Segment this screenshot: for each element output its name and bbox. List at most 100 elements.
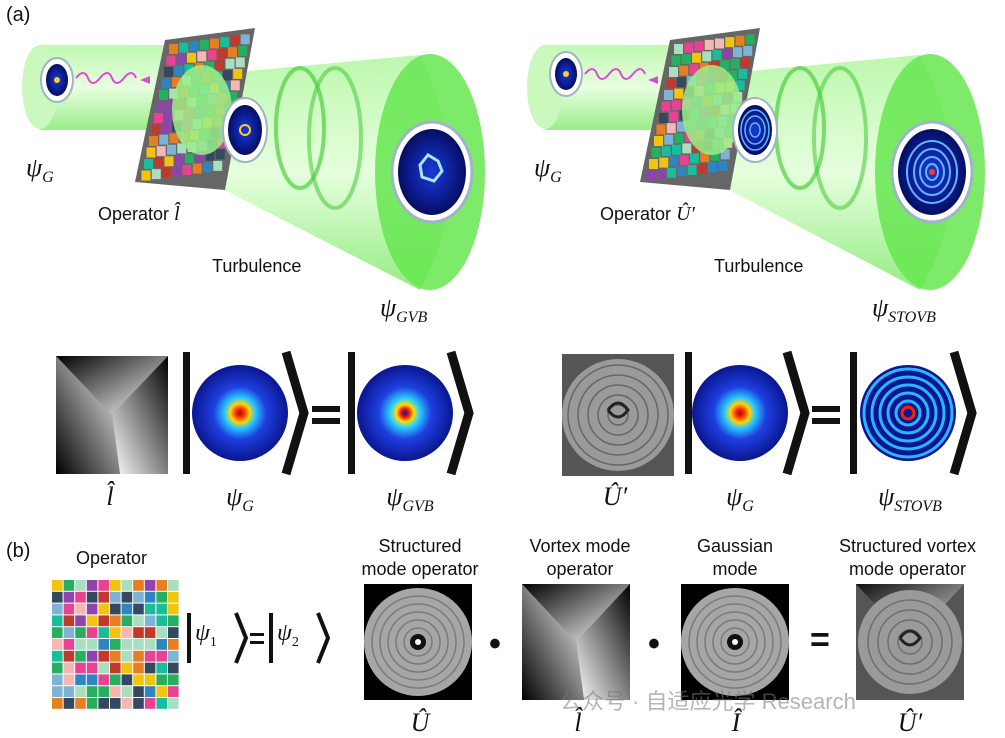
slm-pixel [689,64,699,75]
grid-pixel [98,580,109,591]
grid-pixel [133,674,144,686]
left-cone [205,54,485,290]
grid-pixel [86,603,98,615]
slm-pixel [184,64,194,75]
slm-pixel [656,169,666,180]
slm-pixel [669,156,679,167]
eq-a-left-ket: ψG [226,482,254,516]
slm-pixel [743,45,753,56]
slm-pixel [720,149,730,160]
dot-operator-2: • [648,625,660,663]
left-input-tube [22,45,180,130]
grid-pixel [144,639,156,650]
grid-pixel [133,639,144,650]
slm-pixel [664,90,673,100]
slm-pixel [674,133,684,144]
slm-pixel [651,147,661,158]
watermark: 公众号 · 自适应光学 Research [560,689,856,714]
slm-pixel [735,35,745,46]
slm-pixel [156,101,166,112]
slm-pixel [207,50,217,60]
slm-pixel [197,51,207,62]
slm-pixel [230,35,240,46]
right-output-symbol: ψSTOVB [872,293,936,327]
grid-pixel [168,580,179,591]
grid-pixel [75,627,86,638]
grid-pixel [63,639,75,650]
grid-pixel [98,650,109,662]
slm-pixel [179,42,189,53]
slm-pixel [694,41,704,52]
grid-pixel [86,591,98,603]
slm-pixel [659,113,668,123]
grid-pixel [121,591,133,603]
grid-pixel [75,650,86,662]
grid-pixel [168,650,179,662]
slm-pixel [661,146,671,157]
grid-pixel [121,650,133,662]
slm-pixel [151,124,161,135]
slm-pixel [682,143,692,154]
grid-pixel [63,674,75,686]
slm-pixel [725,37,735,48]
slm-pixel [745,34,755,45]
grid-pixel [133,627,144,638]
grid-pixel [98,639,109,650]
slm-pixel [715,38,724,49]
grid-pixel [133,650,144,662]
grid-pixel [121,674,133,686]
right-turbulence-label: Turbulence [714,256,804,276]
grid-pixel [86,650,98,662]
eq-a-right-result: ψSTOVB [878,482,942,516]
slm-pixel [230,80,240,91]
slm-pixel [159,134,169,145]
grid-pixel [86,639,98,650]
grid-pixel [75,603,86,615]
slm-pixel [161,78,171,89]
slm-pixel [666,123,676,134]
slm-pixel [167,144,176,155]
slm-pixel [144,159,153,169]
slm-pixel [728,70,737,81]
grid-pixel [156,650,167,662]
grid-pixel [110,591,121,603]
grid-pixel [110,580,121,591]
gaussian-mode-tile [681,584,789,700]
grid-pixel [75,639,86,650]
slm-pixel [659,157,669,168]
slm-pixel [174,154,184,165]
grid-pixel [63,615,75,627]
grid-pixel [110,603,121,615]
slm-pixel [149,136,158,146]
slm-pixel [162,167,171,178]
panel-a-label: (a) [6,4,31,26]
grid-pixel [168,674,179,686]
eq-a-right-ket: ψG [726,482,754,516]
slm-pixel [672,144,681,155]
left-output-symbol: ψGVB [380,293,428,327]
slm-pixel [738,68,748,79]
grid-pixel [52,580,63,591]
dot-operator-1: • [489,625,501,663]
grid-pixel [156,698,167,709]
slm-pixel [169,133,179,144]
grid-pixel [144,662,156,674]
grid-pixel [110,615,121,627]
grid-pixel [63,603,75,615]
grid-pixel [86,674,98,686]
grid-pixel [98,591,109,603]
grid-pixel [86,627,98,638]
slm-pixel [667,167,676,178]
slm-pixel [700,152,710,163]
slm-pixel [166,55,176,66]
slm-pixel [674,88,684,99]
grid-pixel [52,698,63,709]
grid-pixel [75,591,86,603]
grid-pixel [168,627,179,638]
grid-pixel [75,615,86,627]
grid-pixel [110,650,121,662]
